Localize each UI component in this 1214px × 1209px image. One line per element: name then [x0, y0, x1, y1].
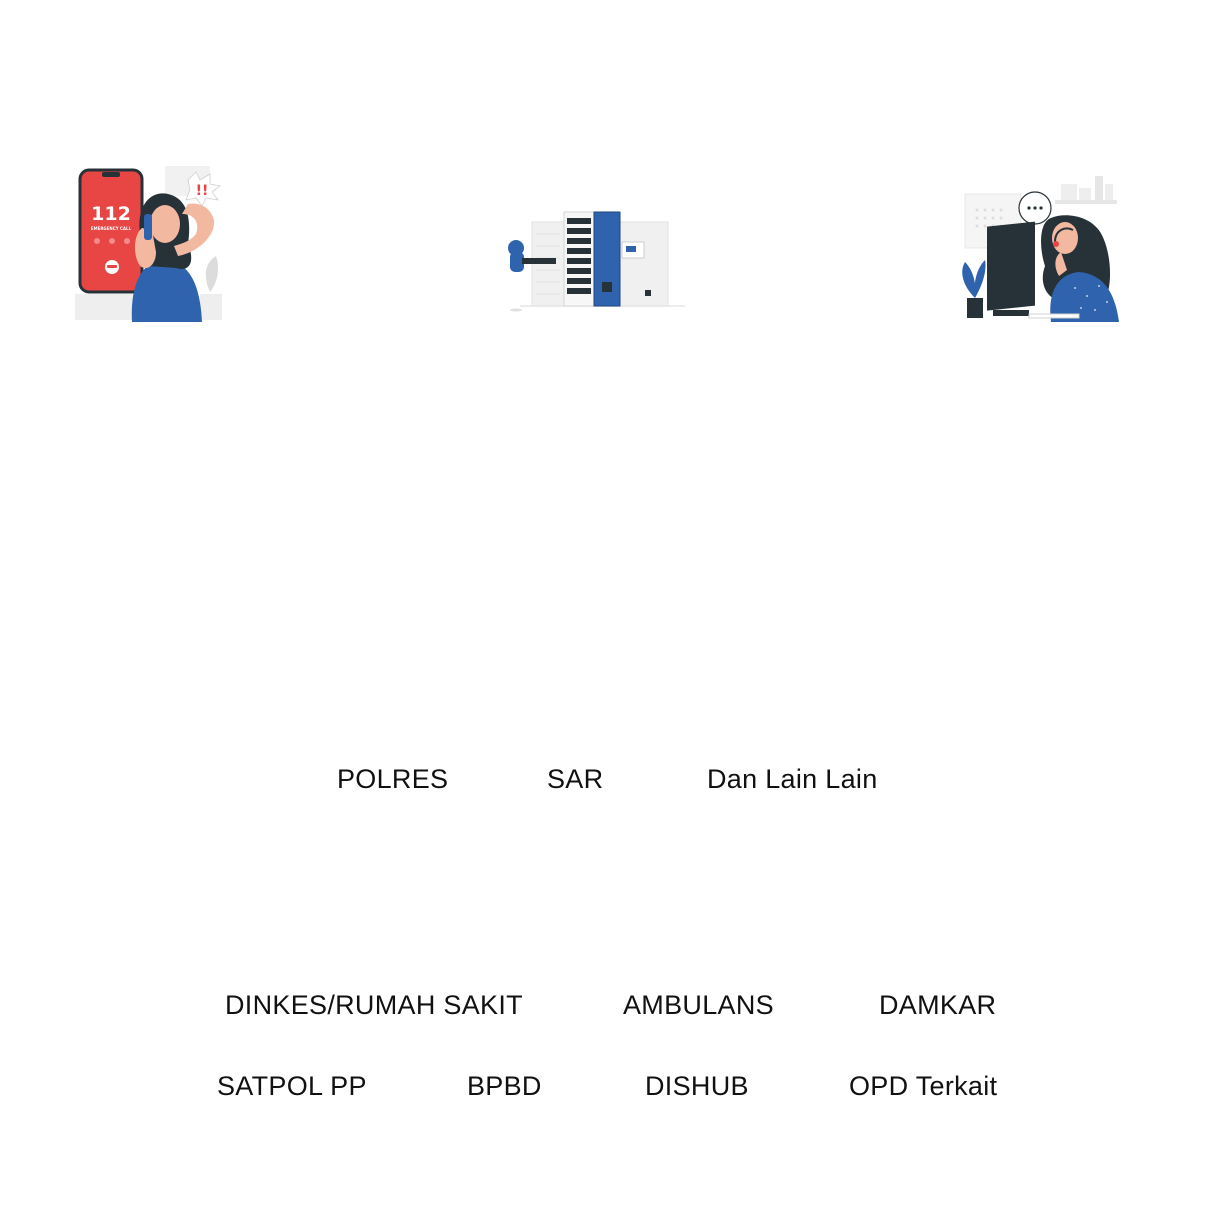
agency-label-damkar: DAMKAR — [879, 990, 997, 1020]
agency-label-others: Dan Lain Lain — [707, 764, 878, 794]
agency-label-opd-terkait: OPD Terkait — [849, 1071, 998, 1101]
emergency-call-icon: 112 EMERGENCY CALL !! — [75, 166, 222, 322]
call-center-operator-icon — [962, 176, 1119, 322]
phone-number-text: 112 — [91, 203, 131, 225]
emergency-call-illustration: 112 EMERGENCY CALL !! — [70, 164, 230, 322]
agency-label-ambulans: AMBULANS — [623, 990, 774, 1020]
server-rack-icon — [508, 211, 685, 312]
agency-label-sar: SAR — [547, 764, 604, 794]
phone-caption-text: EMERGENCY CALL — [91, 226, 132, 231]
agency-label-dinkes: DINKES/RUMAH SAKIT — [225, 990, 523, 1020]
server-rack-illustration — [500, 206, 690, 316]
agency-label-polres: POLRES — [337, 764, 449, 794]
call-center-operator-illustration — [955, 170, 1125, 322]
agency-label-bpbd: BPBD — [467, 1071, 542, 1101]
svg-text:!!: !! — [196, 183, 209, 199]
agency-label-dishub: DISHUB — [645, 1071, 749, 1101]
agency-label-satpol-pp: SATPOL PP — [217, 1071, 367, 1101]
